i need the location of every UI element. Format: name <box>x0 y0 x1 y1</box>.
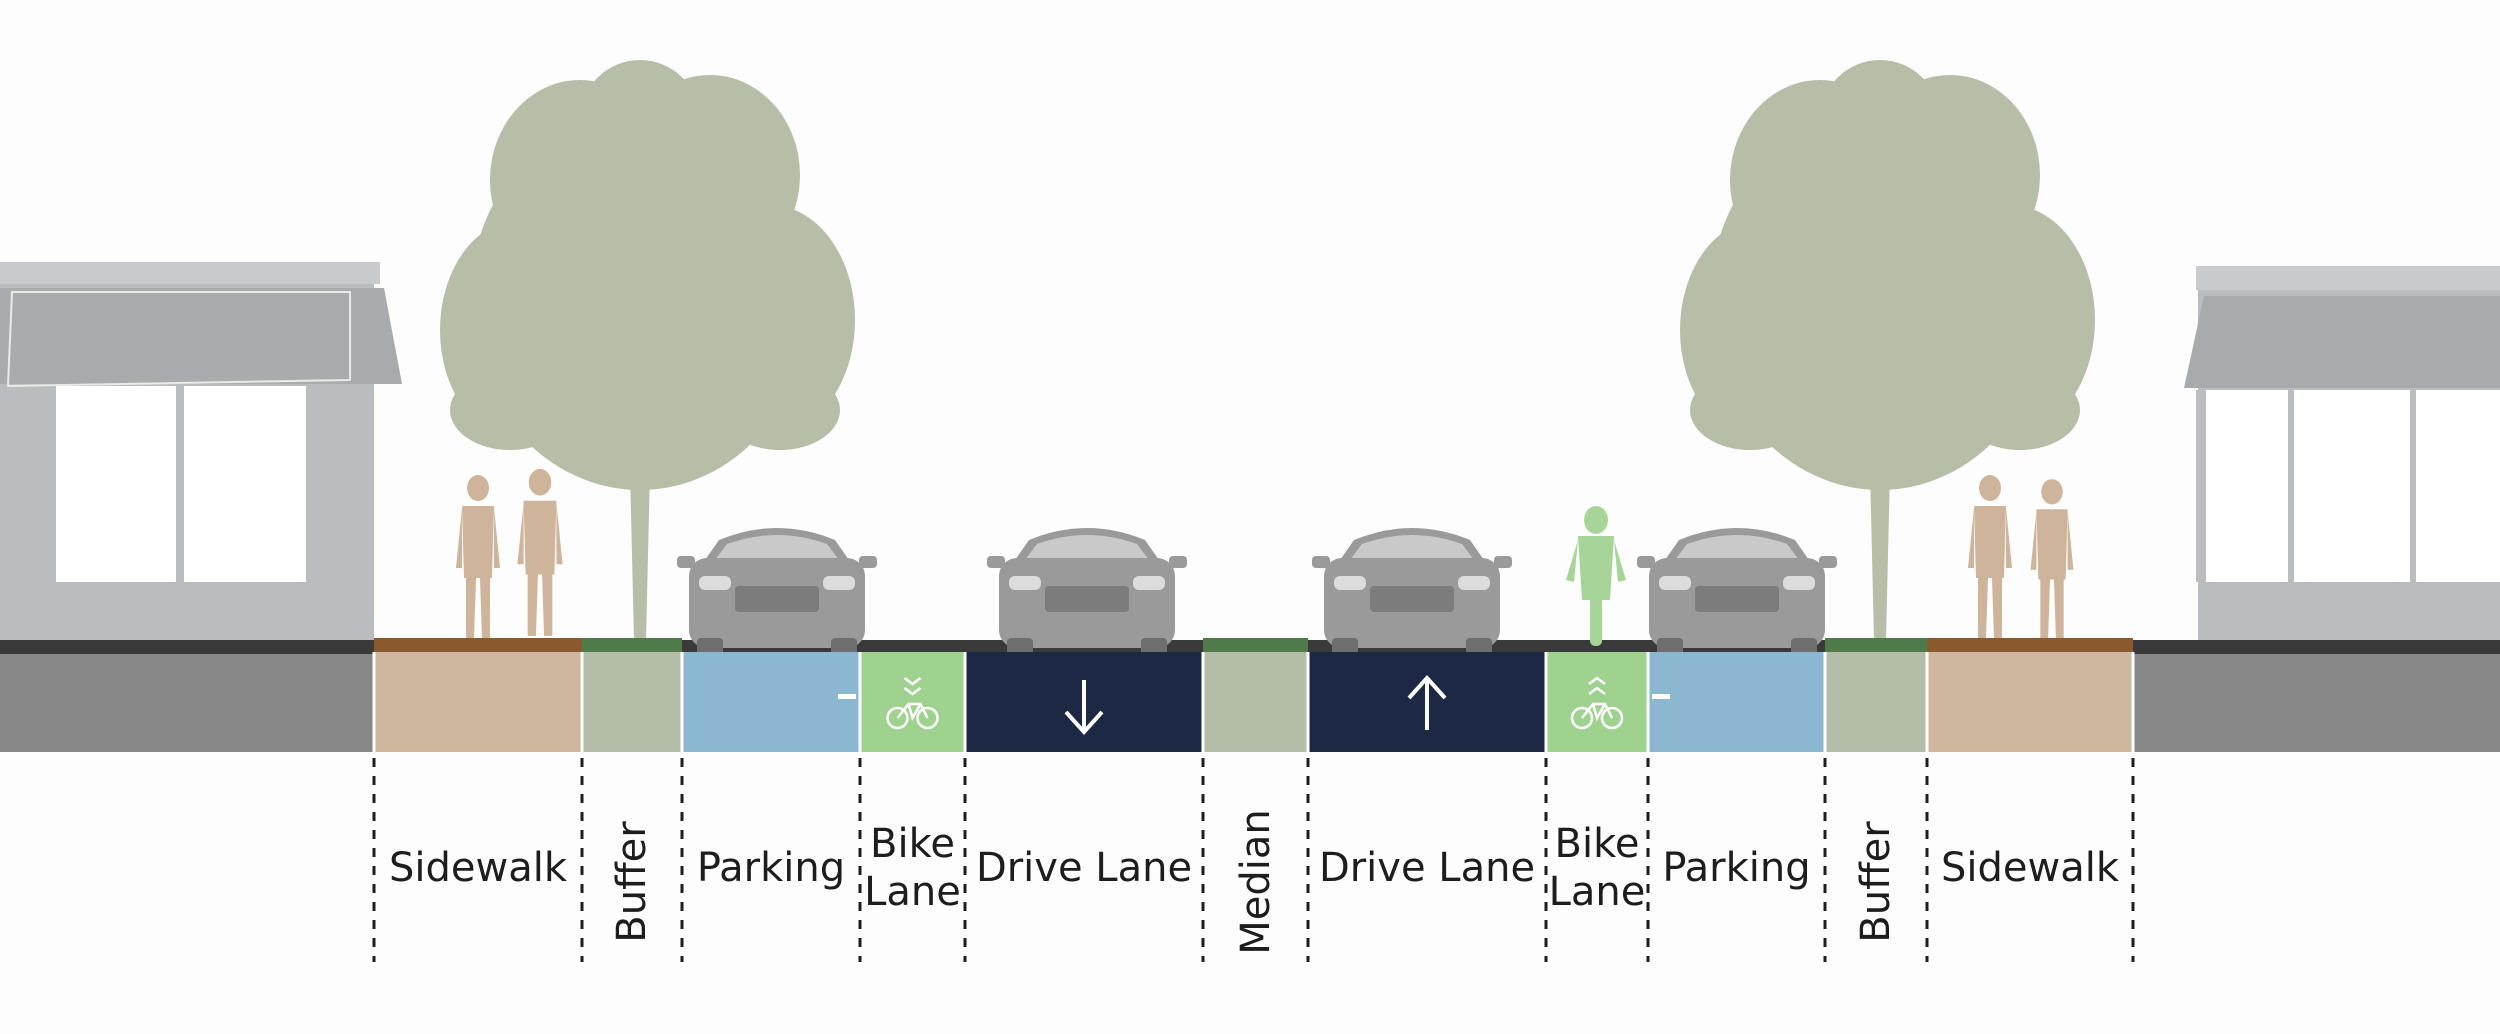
arrow-down-icon <box>1064 680 1104 735</box>
segment-drive-lane-6 <box>1306 652 1546 752</box>
car-parked-left <box>677 528 877 664</box>
segment-buffer-9 <box>1823 638 1927 752</box>
street-segments <box>372 638 2133 752</box>
segment-label: Bike Lane <box>864 821 961 915</box>
segment-label: Drive Lane <box>1318 845 1536 891</box>
tree-left <box>440 60 855 640</box>
segment-label: Buffer <box>1853 821 1899 943</box>
segment-label: Parking <box>696 845 846 891</box>
building-left <box>0 262 402 640</box>
pedestrian <box>2030 479 2074 638</box>
segment-drive-lane-4 <box>963 652 1203 752</box>
segment-parking-8 <box>1646 652 1825 752</box>
segment-label: Buffer <box>609 821 655 943</box>
segment-parking-2 <box>680 652 860 752</box>
building-right <box>2184 266 2500 640</box>
pedestrian-pair-right <box>1968 475 2074 638</box>
car-southbound <box>987 528 1187 664</box>
segment-sidewalk-10 <box>1925 638 2133 752</box>
parking-edge-mark <box>838 694 856 699</box>
segment-sidewalk-0 <box>372 638 582 752</box>
pedestrian <box>1968 475 2012 638</box>
segment-bike-lane-7 <box>1544 652 1648 752</box>
dashed-guides <box>372 758 2135 962</box>
pedestrian <box>517 468 563 636</box>
car-northbound <box>1312 528 1512 664</box>
segment-bike-lane-3 <box>858 652 965 752</box>
segment-label: Sidewalk <box>1940 845 2119 891</box>
segment-label: Median <box>1232 809 1279 955</box>
segment-label: Bike Lane <box>1548 821 1646 915</box>
pedestrian <box>456 475 500 638</box>
arrow-up-icon <box>1407 675 1447 730</box>
parking-edge-mark <box>1652 694 1670 699</box>
bike-down-icon <box>886 677 939 730</box>
bike-up-icon <box>1570 676 1624 730</box>
segment-buffer-1 <box>580 638 682 752</box>
segment-label: Sidewalk <box>388 845 567 891</box>
segment-label: Drive Lane <box>975 845 1193 891</box>
car-parked-right <box>1637 528 1837 664</box>
segment-label: Parking <box>1662 845 1811 891</box>
pedestrian-pair-left <box>456 468 563 638</box>
segment-median-5 <box>1201 638 1308 752</box>
cyclist-right <box>1566 506 1626 646</box>
tree-right <box>1680 60 2095 640</box>
